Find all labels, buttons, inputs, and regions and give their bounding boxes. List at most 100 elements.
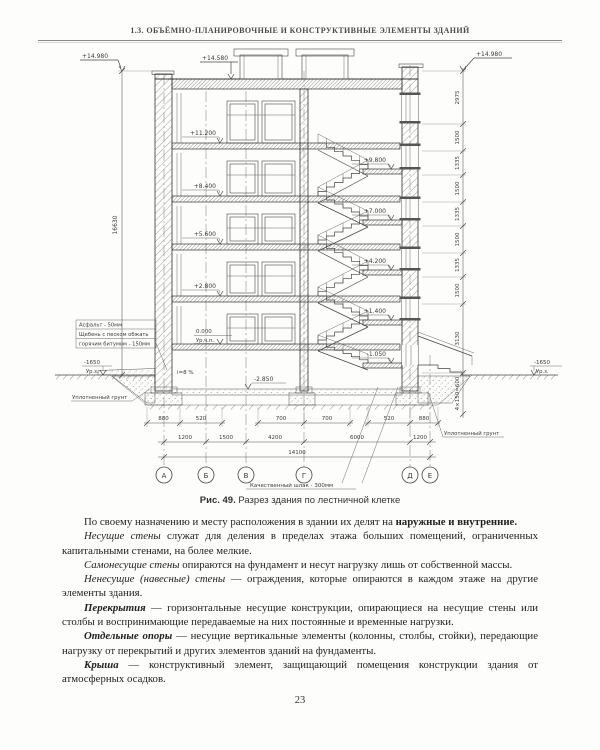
pavement-layer-2: Щебень с песком обжать [79,332,148,338]
pavement-layer-1: Асфальт - 50мм [79,323,122,329]
body-paragraph: Крыша — конструктивный элемент, защищающ… [62,658,538,686]
body-paragraph: Перекрытия — горизонтальные несущие конс… [62,601,538,629]
floor-elevation-mark: +2.800 [194,283,216,290]
stair-elevation-marks: +9.800+7.000+4.200+1.400-1.050 [352,157,395,364]
window-sill [399,318,421,321]
body-paragraph: Отдельные опоры — несущие вертикальные э… [62,630,538,657]
landing-elevation-mark: +7.000 [364,208,386,215]
roof-slab [171,78,403,90]
soil-hatching [55,374,556,410]
axis-letter: Е [428,472,432,480]
figure-caption-label: Рис. 49. [199,495,236,506]
ground-lines [55,368,558,406]
floor-slab [171,343,401,351]
axis-lines [163,65,431,467]
axis-dim-label: 1200 [413,435,427,441]
window-sill [399,121,421,124]
axis-letter: В [244,472,249,480]
soil-label-right: Уплотненный грунт [444,430,499,437]
body-paragraph: Несущие стены служат для деления в преде… [62,530,538,557]
elevation-mark-roof: +14.580 [202,55,228,62]
right-dim-label: 1500 [455,283,461,297]
right-dimension-chain: 2975150013351500133515001335150031304×15… [422,67,467,418]
walls [151,63,424,392]
slag-label: Качественный шлак - 300мм [250,482,333,489]
floor-slab [171,295,401,303]
annotations: +14.980 +14.580 +14.980 16630 0.000 У [71,51,562,490]
right-dim-label: 1500 [455,130,461,144]
page-header: 1.3. ОБЪЁМНО-ПЛАНИРОВОЧНЫЕ И КОНСТРУКТИВ… [130,26,470,35]
axis-letter: Д [407,472,413,480]
floor-elevation-mark: +11.200 [190,130,216,137]
figure-caption-text: Разрез здания по лестничной клетке [238,495,401,506]
floor-slab [171,142,401,150]
total-width-dim: 14100 [288,450,306,456]
right-dim-label: 1500 [455,232,461,246]
landing-elevation-mark: -1.050 [367,351,387,358]
foundations [144,386,429,406]
slope-label: i=8 % [177,370,194,376]
right-dim-label: 2975 [455,90,461,104]
ground-elevation-left-sub: Ур.з. [86,369,99,375]
footing-dim-label: 880 [419,416,430,422]
floor-slab [171,243,401,251]
window-sill [399,268,421,271]
window-sill [399,218,421,221]
axis-dim-label: 4200 [268,435,282,441]
axis-dim-label: 6000 [350,435,364,441]
ground-elevation-right: -1650 [534,360,550,366]
stair-landing [362,219,403,226]
right-dim-label: 3130 [455,331,461,345]
figure-caption: Рис. 49. Разрез здания по лестничной кле… [0,495,600,506]
axis-bubble [237,466,255,484]
elevation-mark-top-left: +14.980 [82,53,108,60]
soil-label-left: Уплотненный грунт [72,394,127,401]
roof-vent-shaft [301,54,349,80]
window-frame [261,313,296,345]
left-exterior-wall [154,73,173,392]
window-frame [226,313,259,345]
axis-dim-label: 1500 [219,435,233,441]
header-rule [38,40,562,43]
roof-vent-shaft [239,54,283,80]
zero-level-mark: 0.000 [196,329,212,335]
stairwell-wall [299,88,309,392]
ground-elevation-right-sub: Ур.з. [536,369,549,375]
stair-landing [362,362,403,369]
axis-letter: Б [204,472,209,480]
roof-vent-cap [233,48,289,57]
right-dim-label: 1335 [455,258,461,272]
figure: +11.200+8.400+5.600+2.800 +9.800+7.000+4… [0,43,600,491]
floor-elevation-marks: +11.200+8.400+5.600+2.800 [182,130,224,297]
ground-elevation-left: -1650 [84,360,100,366]
entrance [402,331,475,376]
roof [155,48,418,90]
right-dim-label: 1500 [455,181,461,195]
right-dim-label: 4×150=600 [455,376,461,410]
staircase [317,133,403,371]
floor-elevation-mark: +5.600 [194,231,216,238]
page-number: 23 [294,694,306,706]
total-height-dim: 16630 [112,215,119,234]
pavement-layer-3: горячим битумом - 150мм [79,342,150,348]
roof-vent-cap [295,48,355,57]
stair-windows [399,92,421,321]
entrance-steps [418,364,472,376]
landing-elevation-mark: +4.200 [364,258,386,265]
parapet-right [398,63,424,68]
window-sill [399,167,421,170]
entrance-canopy [417,335,473,357]
footing-middle [288,392,316,406]
footing-dim-label: 700 [276,416,287,422]
window-frame [226,160,259,197]
axis-bubble [421,466,439,484]
stair-landing [362,269,403,276]
window-frame [261,160,296,197]
zero-level-sub: Ур.ч.п. [196,338,214,344]
body-paragraph: Самонесущие стены опираются на фундамент… [84,558,513,571]
right-dim-label: 1335 [455,156,461,170]
axis-dim-label: 1200 [178,435,192,441]
window-frame [226,213,259,245]
